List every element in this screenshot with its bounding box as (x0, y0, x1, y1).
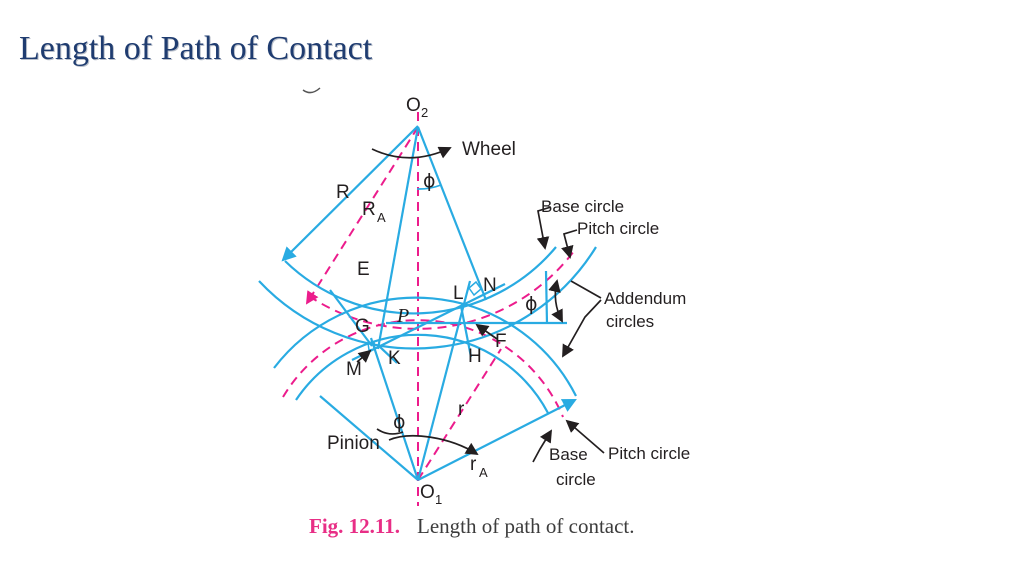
label-base-circle-bottom-line1: Base (549, 445, 588, 464)
line-O2-K (376, 126, 420, 350)
label-RA: R (362, 199, 376, 220)
label-P: P (396, 305, 409, 327)
label-arrow-F (475, 323, 498, 340)
label-addendum-circles-line1: Addendum (604, 289, 686, 308)
phi-angle-arc-top (416, 184, 442, 190)
label-F: F (495, 331, 507, 352)
label-rA-subscript: A (479, 465, 488, 480)
label-pinion: Pinion (327, 433, 380, 454)
label-K: K (388, 348, 401, 369)
label-E: E (357, 259, 370, 280)
label-arrow-M (356, 349, 372, 363)
label-H: H (468, 346, 482, 367)
label-pitch-circle-bottom: Pitch circle (608, 444, 690, 463)
radius-line-R (281, 125, 419, 262)
label-O2: O (406, 95, 421, 116)
label-phi-right: ϕ (525, 293, 538, 315)
label-L: L (453, 283, 464, 304)
label-pitch-circle-top: Pitch circle (577, 219, 659, 238)
line-of-action (351, 283, 506, 361)
label-phi-bottom: ϕ (393, 411, 406, 433)
label-O1-subscript: 1 (435, 492, 442, 507)
line-O1-M (369, 337, 420, 481)
phi-dimension-arrow (548, 279, 563, 323)
wheel-pitch-circle-arc (308, 250, 575, 330)
pointer-pitch-circle-top (561, 229, 578, 259)
wheel-base-circle-arc (284, 246, 557, 315)
label-wheel: Wheel (462, 139, 516, 160)
phi-angle-arc-bottom (376, 428, 404, 435)
label-r: r (458, 399, 465, 420)
pointer-base-circle-bottom (532, 429, 552, 463)
pointer-base-circle-top (536, 206, 552, 250)
scan-artifact-mark (302, 87, 321, 94)
label-base-circle-bottom-line2: circle (556, 470, 596, 489)
phi-guide-line (544, 270, 549, 325)
label-R: R (336, 182, 350, 203)
caption-text: Length of path of contact. (417, 514, 635, 538)
label-phi-top: ϕ (423, 170, 436, 192)
flank-line-K (379, 346, 398, 364)
line-O1-L (416, 280, 472, 481)
radius-line-r (417, 348, 502, 481)
label-rA: r (470, 454, 477, 475)
label-N: N (483, 275, 497, 296)
page-title: Length of Path of Contact (19, 30, 373, 67)
pointer-addendum-lower (562, 299, 602, 358)
pinion-base-circle-arc (295, 333, 549, 414)
pointer-addendum-upper (570, 280, 602, 299)
pinion-flank-line (319, 395, 419, 481)
flank-line-H (459, 305, 473, 358)
pinion-rotation-arrow (388, 434, 479, 456)
label-O2-subscript: 2 (421, 105, 428, 120)
label-G: G (355, 316, 370, 337)
wheel-flank-line-E (329, 289, 373, 347)
label-base-circle-top: Base circle (541, 197, 624, 216)
label-RA-subscript: A (377, 210, 386, 225)
label-M: M (346, 359, 362, 380)
radius-line-rA (417, 399, 577, 481)
pinion-addendum-circle-arc (273, 296, 577, 397)
right-angle-marker-N (467, 280, 483, 297)
wheel-rotation-arrow (371, 146, 452, 159)
label-O1: O (420, 482, 435, 503)
pointer-pitch-circle-bottom (565, 419, 605, 454)
caption-fig-number: Fig. 12.11. (309, 514, 400, 538)
label-addendum-circles-line2: circles (606, 312, 654, 331)
figure-caption: Fig. 12.11. Length of path of contact. (309, 514, 635, 538)
